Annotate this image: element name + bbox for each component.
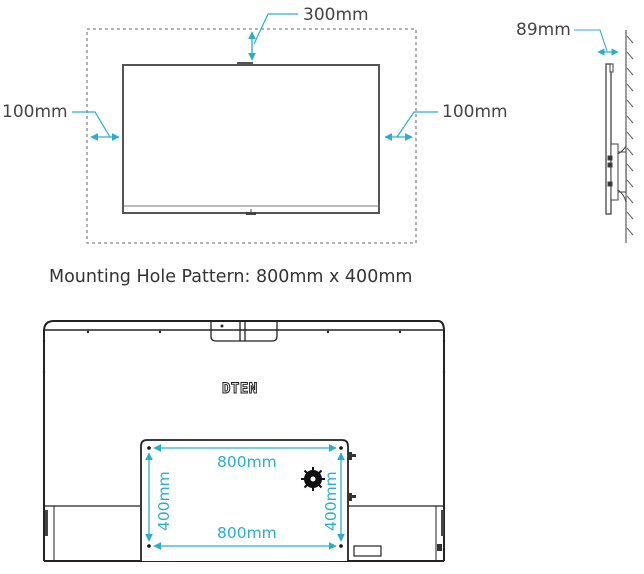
left-clearance-label: 100mm [2,102,68,122]
mounting-holes [147,446,343,548]
mounting-hole-tl [147,446,151,450]
mounting-hole-tr [339,446,343,450]
vesa-dimensions [145,444,345,550]
mounting-hole-bl [147,544,151,548]
rear-view: DTEN [42,320,446,562]
mounting-pattern-caption: Mounting Hole Pattern: 800mm x 400mm [49,267,412,287]
rear-port-cover [353,545,382,557]
vesa-plate [140,439,349,561]
camera-bar [237,62,253,65]
depth-dimension: 89mm [516,20,619,56]
top-clearance-dimension: 300mm [248,5,369,61]
left-clearance-dimension: 100mm [2,102,120,141]
depth-label: 89mm [516,20,571,40]
vesa-left-height-label: 400mm [155,471,173,531]
camera-housing [210,321,278,342]
display-front [122,64,380,214]
fan-icon [301,467,325,491]
right-clearance-dimension: 100mm [384,102,508,141]
side-view: 89mm [516,20,634,243]
vesa-right-height-label: 400mm [322,471,340,531]
clearance-boundary [86,28,417,244]
dten-logo: DTEN [222,381,258,397]
vesa-top-width-label: 800mm [217,453,277,471]
right-clearance-label: 100mm [442,102,508,122]
mounting-hole-br [339,544,343,548]
vesa-bottom-width-label: 800mm [217,524,277,542]
display-side [605,63,612,215]
front-view: 300mm 100mm 100mm [2,5,508,244]
top-clearance-label: 300mm [303,5,369,25]
wall-bracket [607,143,627,203]
